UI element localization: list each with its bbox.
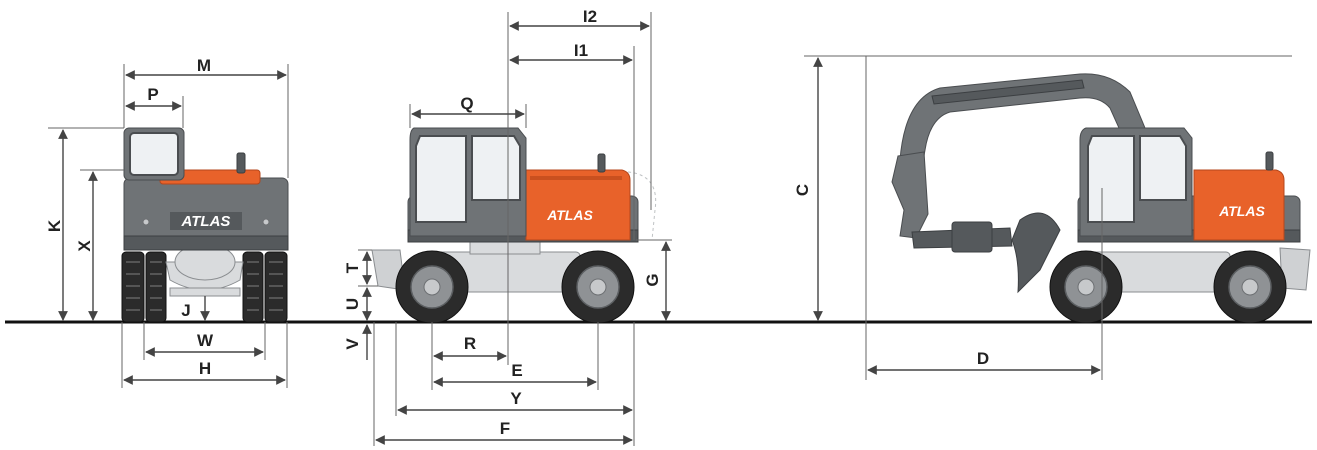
rear-view: ATLAS bbox=[121, 127, 289, 323]
label-g: G bbox=[643, 273, 662, 286]
rear-brand-text: ATLAS bbox=[181, 213, 231, 230]
side-tail-swing-outline bbox=[627, 171, 657, 241]
working-engine-hood bbox=[1193, 169, 1285, 241]
label-c: C bbox=[793, 184, 812, 196]
label-e: E bbox=[511, 361, 522, 380]
label-k: K bbox=[45, 219, 64, 232]
bucket bbox=[1011, 212, 1061, 294]
label-d: D bbox=[977, 349, 989, 368]
side-engine-hood bbox=[525, 169, 631, 241]
label-w: W bbox=[197, 331, 214, 350]
rear-dimensions: M P K X J W H bbox=[45, 56, 289, 388]
label-r: R bbox=[464, 334, 476, 353]
label-i2: I2 bbox=[583, 7, 597, 26]
side-brand-text: ATLAS bbox=[546, 207, 593, 223]
working-view: ATLAS bbox=[891, 73, 1311, 324]
label-j: J bbox=[181, 301, 190, 320]
rear-right-tyres bbox=[242, 251, 288, 323]
working-rear-wheel bbox=[1213, 250, 1287, 324]
label-x: X bbox=[75, 240, 94, 252]
working-dimensions: C D bbox=[793, 55, 1292, 380]
label-t: T bbox=[343, 262, 362, 273]
rear-brand-plate: ATLAS bbox=[170, 212, 242, 230]
label-i1: I1 bbox=[574, 41, 588, 60]
label-y: Y bbox=[510, 389, 522, 408]
side-dimensions: I2 I1 Q T U V G R E Y F bbox=[343, 7, 672, 446]
label-p: P bbox=[147, 85, 158, 104]
label-h: H bbox=[199, 359, 211, 378]
label-u: U bbox=[343, 298, 362, 310]
label-m: M bbox=[197, 56, 211, 75]
rear-left-tyres bbox=[121, 251, 167, 323]
side-front-wheel bbox=[395, 250, 469, 324]
stick bbox=[891, 151, 929, 239]
label-v: V bbox=[343, 338, 362, 350]
working-brand-text: ATLAS bbox=[1218, 203, 1265, 219]
working-front-wheel bbox=[1049, 250, 1123, 324]
label-f: F bbox=[500, 419, 510, 438]
side-rear-wheel bbox=[561, 250, 635, 324]
side-view: ATLAS bbox=[371, 127, 657, 324]
label-q: Q bbox=[460, 94, 473, 113]
